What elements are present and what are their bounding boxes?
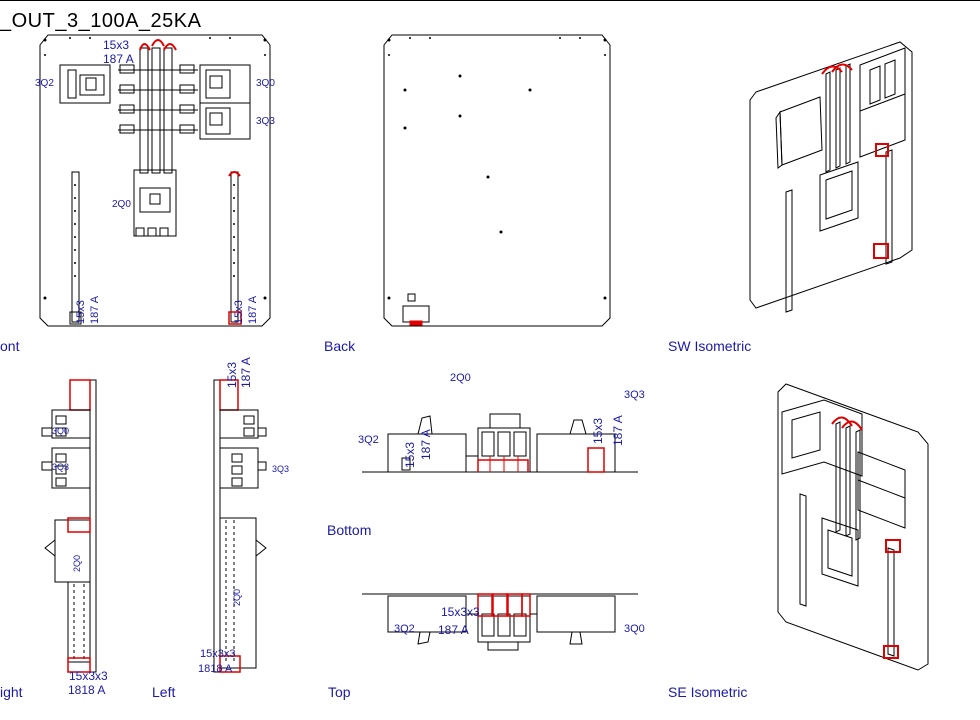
front-left-busbar-current: 187 A [89,295,101,324]
front-tag-3q2: 3Q2 [35,78,54,89]
sw-iso-main-breaker [819,161,859,232]
front-view [39,34,271,327]
left-tag-3q3: 3Q3 [272,464,289,474]
back-view [383,34,611,327]
front-busbar-size: 15x3 [103,38,129,52]
front-tag-3q0: 3Q0 [256,78,275,89]
top-tag-3q2: 3Q2 [394,623,415,635]
top-border-line [0,0,980,1]
right-tag-3q3: 3Q3 [52,462,69,472]
front-holes [43,37,267,300]
view-label-left: Left [152,684,176,700]
bottom-tag-2q0: 2Q0 [450,372,471,384]
front-left-busbar-size: 15x3 [75,300,87,324]
right-tag-2q0: 2Q0 [72,555,82,572]
top-view [362,593,638,651]
view-label-back: Back [324,338,356,354]
left-busbar-size: 15x3 [225,362,239,388]
bottom-view [362,413,638,473]
view-label-top: Top [328,684,351,700]
right-tag-3q0: 3Q0 [52,426,69,436]
terminal-strip-left [71,171,80,323]
top-busbar-current: 187 A [438,623,469,637]
bottom-breaker-3q3 [536,433,616,473]
bottom-busbar-current-a: 187 A [419,429,433,460]
view-label-front: ont [0,338,20,354]
view-label-right: ight [0,684,23,700]
front-tag-2q0: 2Q0 [112,199,131,210]
right-busbar-size: 15x3x3 [69,669,108,683]
view-label-sw-isometric: SW Isometric [668,338,752,354]
bottom-breaker-3q2 [387,433,467,473]
top-breaker-3q0 [536,595,616,633]
bottom-tag-3q2: 3Q2 [358,434,379,446]
left-main-breaker [219,517,257,669]
right-plate-edge [89,379,97,673]
drawing-title: _OUT_3_100A_25KA [0,10,202,32]
back-mounting-plate [383,34,611,327]
view-label-se-isometric: SE Isometric [668,684,748,700]
left-plate-edge [213,379,221,673]
bottom-tag-3q3: 3Q3 [624,389,645,401]
breaker-3q3-front [199,102,251,140]
breaker-3q0-front [199,64,251,104]
front-busbars [118,47,198,174]
front-tag-3q3: 3Q3 [256,116,275,127]
bottom-busbar-current-b: 187 A [611,415,625,446]
right-view [41,379,97,673]
se-iso-main-breaker [821,517,859,587]
view-label-bottom: Bottom [327,522,372,538]
left-busbar-size-lower: 15x3x3 [200,648,235,660]
left-busbar-current-lower: 1818 A [198,663,233,675]
left-view [213,379,267,673]
front-right-busbar-current: 187 A [247,295,259,324]
left-busbar-current: 187 A [239,357,253,388]
sw-iso-plate [749,41,913,309]
top-tag-3q0: 3Q0 [624,623,645,635]
right-busbar-current: 1818 A [68,683,105,697]
top-busbar-size: 15x3x3 [441,605,480,619]
breaker-3q2-front [59,64,111,104]
front-busbar-bends [139,39,177,51]
left-tag-2q0: 2Q0 [232,589,242,606]
se-isometric-view [777,383,929,671]
se-iso-plate [777,383,929,671]
bottom-busbar-size-a: 15x3 [403,442,417,468]
front-mounting-plate [39,34,271,327]
bottom-busbar-size-b: 15x3 [591,418,605,444]
sw-isometric-view [749,41,913,313]
terminal-strip-right [230,171,239,323]
front-right-busbar-size: 15x3 [233,300,245,324]
front-busbar-current: 187 A [103,52,134,66]
back-holes [387,37,607,300]
